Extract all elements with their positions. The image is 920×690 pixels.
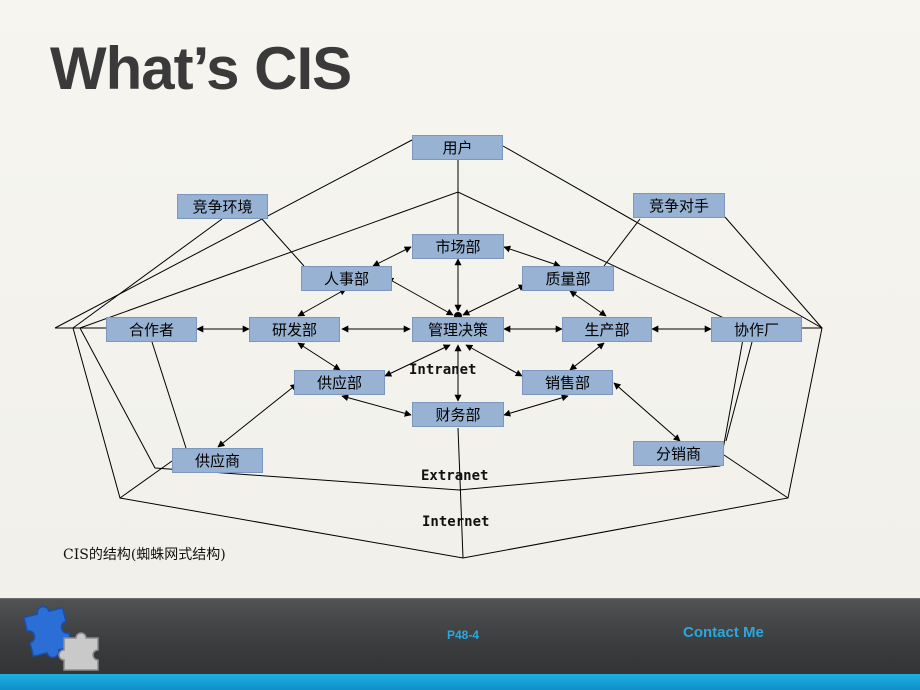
footer-bar <box>0 598 920 675</box>
node-quality-dept: 质量部 <box>522 266 614 291</box>
node-competitive-environment: 竞争环境 <box>177 194 268 219</box>
label-extranet: Extranet <box>421 468 489 484</box>
slide-title: What’s CIS <box>50 35 352 102</box>
node-hr-dept: 人事部 <box>301 266 392 291</box>
node-rnd-dept: 研发部 <box>249 317 340 342</box>
diagram-caption: CIS的结构(蜘蛛网式结构) <box>63 547 226 563</box>
label-intranet: Intranet <box>409 362 477 378</box>
node-marketing-dept: 市场部 <box>412 234 504 259</box>
footer-accent-strip <box>0 674 920 690</box>
node-supplier: 供应商 <box>172 448 263 473</box>
spider-web-diagram <box>54 139 823 559</box>
puzzle-pieces-icon <box>22 605 99 671</box>
node-production-dept: 生产部 <box>562 317 652 342</box>
node-competitors: 竞争对手 <box>633 193 725 218</box>
page-number: P48-4 <box>447 628 480 642</box>
node-sales-dept: 销售部 <box>522 370 613 395</box>
node-users: 用户 <box>412 135 503 160</box>
node-partners: 合作者 <box>106 317 197 342</box>
outer-web-ring <box>54 139 413 329</box>
node-finance-dept: 财务部 <box>412 402 504 427</box>
node-management-decision: 管理决策 <box>412 317 504 342</box>
node-cooperating-factory: 协作厂 <box>711 317 802 342</box>
contact-me-link[interactable]: Contact Me <box>683 624 764 641</box>
node-supply-dept: 供应部 <box>294 370 385 395</box>
label-internet: Internet <box>422 514 490 530</box>
node-distributor: 分销商 <box>633 441 724 466</box>
